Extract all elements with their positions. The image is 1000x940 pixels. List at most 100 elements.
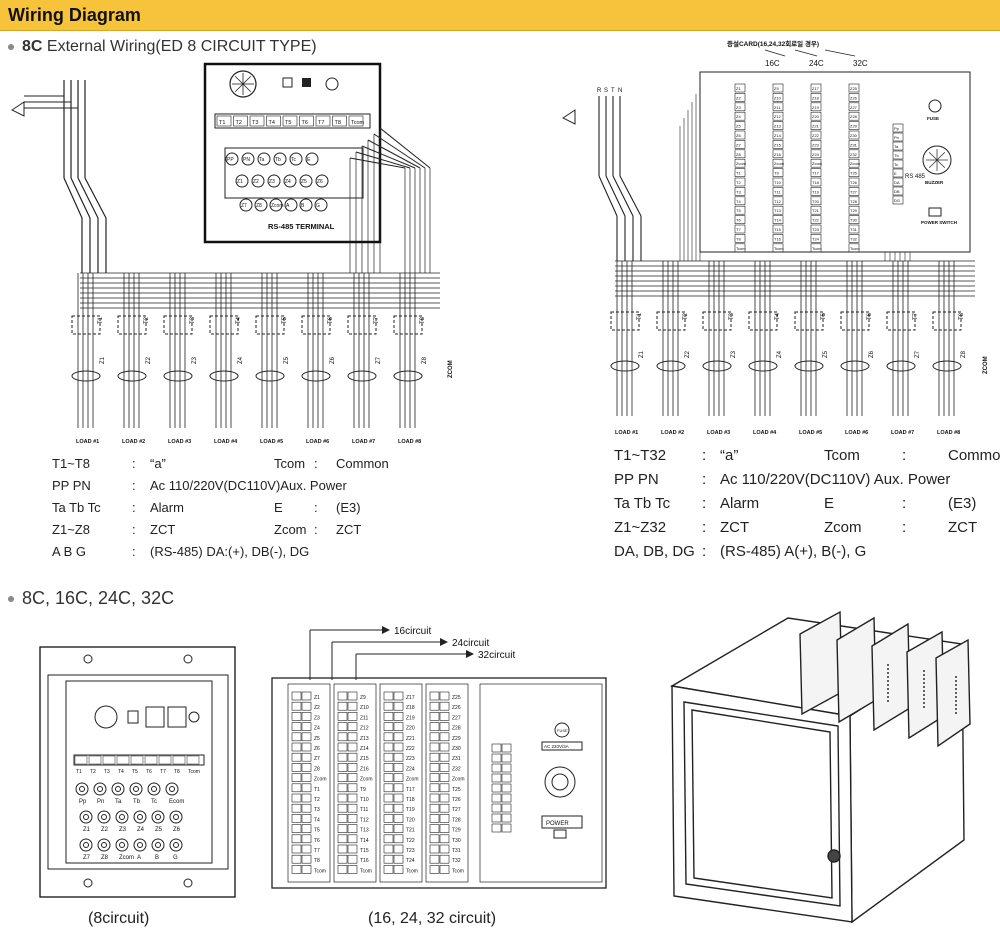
terminal-t4: T4 <box>269 120 275 126</box>
terminal-r-z3: Z3 <box>736 105 741 110</box>
p32-terminal-2-6: Z23 <box>406 756 415 762</box>
zct-label-z7: Z7 <box>376 356 382 364</box>
p32-terminal-0-1: Z2 <box>314 705 320 711</box>
p8-term-tb: Tb <box>133 799 141 805</box>
legend-s: : <box>702 495 707 512</box>
legend-row: A B G:(RS-485) DA:(+), DB(-), DG <box>52 544 452 566</box>
p32-terminal-3-0: Z25 <box>452 695 461 701</box>
terminal-r-z4: Z4 <box>736 114 741 119</box>
terminal-z8: Z8 <box>256 203 262 209</box>
page-title: Wiring Diagram <box>8 5 141 25</box>
p32-terminal-0-5: Z6 <box>314 746 320 752</box>
terminal-tb: Tb <box>275 157 281 163</box>
terminal-zcom: Zcom <box>271 203 284 209</box>
side-terminal-ta: Ta <box>894 144 899 149</box>
p32-terminal-3-17: Tcom <box>452 868 464 874</box>
phase-label-t: T <box>611 88 615 94</box>
legend-k: T1~T8 <box>52 456 90 471</box>
p8-term-pp: Pp <box>79 799 87 805</box>
p32-terminal-1-16: T16 <box>360 858 369 864</box>
source-icon <box>11 101 25 117</box>
zcom-label: ZCOM <box>448 360 454 378</box>
terminal-r-z18: Z18 <box>812 95 820 100</box>
zct-label-z2: Z2 <box>146 356 152 364</box>
side-terminal-dg: DG <box>894 198 900 203</box>
terminal-r-z13: Z13 <box>774 124 782 129</box>
p8-term-z1: Z1 <box>83 827 91 833</box>
legend-k: DA, DB, DG <box>614 543 695 560</box>
terminal-tcom: Tcom <box>351 120 365 126</box>
terminal-r-zcom: Zcom <box>812 161 823 166</box>
terminal-r-tcom: Tcom <box>774 246 784 251</box>
terminal-r-t15: T15 <box>774 227 782 232</box>
p32-terminal-1-6: Z15 <box>360 756 369 762</box>
breaker-label-t5: T5 <box>282 316 288 324</box>
legend-v: Ac 110/220V(DC110V) Aux. Power <box>720 471 951 488</box>
terminal-r-zcom: Zcom <box>850 161 861 166</box>
p32-terminal-2-4: Z21 <box>406 736 415 742</box>
p32-terminal-1-15: T15 <box>360 848 369 854</box>
legend-s2: : <box>314 456 318 471</box>
legend-v: “a” <box>720 447 739 464</box>
terminal-r-t8: T8 <box>736 236 741 241</box>
terminal-r-z32: Z32 <box>850 152 858 157</box>
fan-icon <box>229 70 257 98</box>
terminal-r-t6: T6 <box>736 218 741 223</box>
legend-k: A B G <box>52 544 86 559</box>
breaker-r-t2: T2 <box>683 312 689 320</box>
p32-terminal-1-10: T10 <box>360 797 369 803</box>
zct-r-z5: Z5 <box>823 350 829 358</box>
section-title-models: 8C, 16C, 24C, 32C <box>8 588 174 609</box>
p8-terminal-t7: T7 <box>160 769 166 775</box>
zct-r-z8: Z8 <box>961 350 967 358</box>
source-icon <box>562 109 576 125</box>
terminal-r-z1: Z1 <box>736 86 741 91</box>
card-col-32c: 32C <box>853 59 868 68</box>
p32-terminal-0-4: Z5 <box>314 736 320 742</box>
breaker-r-t1: T1 <box>637 312 643 320</box>
p32-terminal-3-11: T27 <box>452 807 461 813</box>
terminal-r-t7: T7 <box>736 227 741 232</box>
terminal-r-z5: Z5 <box>736 124 741 129</box>
terminal-r-z17: Z17 <box>812 86 820 91</box>
legend-s: : <box>702 447 707 464</box>
legend-s: : <box>132 500 136 515</box>
p32-terminal-3-13: T29 <box>452 828 461 834</box>
p32-terminal-3-1: Z26 <box>452 705 461 711</box>
p8-terminal-t3: T3 <box>104 769 110 775</box>
load-label-6: LOAD #6 <box>306 439 329 445</box>
terminal-r-z26: Z26 <box>850 95 858 100</box>
load-label-1: LOAD #1 <box>76 439 99 445</box>
p32-terminal-3-3: Z28 <box>452 726 461 732</box>
legend-k2: Tcom <box>274 456 306 471</box>
terminal-r-t17: T17 <box>812 171 820 176</box>
terminal-r-t29: T29 <box>850 208 858 213</box>
rs485-label: RS 485 <box>905 174 926 180</box>
p8-terminal-t8: T8 <box>174 769 180 775</box>
terminal-r-z8: Z8 <box>736 152 741 157</box>
terminal-t1: T1 <box>219 120 225 126</box>
terminal-z7: Z7 <box>241 203 247 209</box>
terminal-r-z12: Z12 <box>774 114 782 119</box>
terminal-t8: T8 <box>335 120 341 126</box>
fuse-icon <box>928 99 942 113</box>
arrow-16circuit: 16circuit <box>394 626 431 637</box>
load-r-7: LOAD #7 <box>891 430 914 436</box>
terminal-r-t1: T1 <box>736 171 741 176</box>
p32-terminal-3-7: Z32 <box>452 766 461 772</box>
p32-terminal-2-16: T24 <box>406 858 415 864</box>
caption-32circuit: (16, 24, 32 circuit) <box>368 910 497 927</box>
legend-k: T1~T32 <box>614 447 667 464</box>
p32-terminal-3-4: Z29 <box>452 736 461 742</box>
p32-terminal-3-16: T32 <box>452 858 461 864</box>
load-label-5: LOAD #5 <box>260 439 283 445</box>
terminal-pn: PN <box>243 157 250 163</box>
p32-terminal-1-5: Z14 <box>360 746 369 752</box>
p8-term-g: G <box>173 855 178 861</box>
terminal-r-t25: T25 <box>850 171 858 176</box>
p8-terminal-t4: T4 <box>118 769 124 775</box>
legend-row: PP PN:Ac 110/220V(DC110V) Aux. Power <box>614 471 994 495</box>
terminal-r-z20: Z20 <box>812 114 820 119</box>
legend-v2: (E3) <box>336 500 361 515</box>
